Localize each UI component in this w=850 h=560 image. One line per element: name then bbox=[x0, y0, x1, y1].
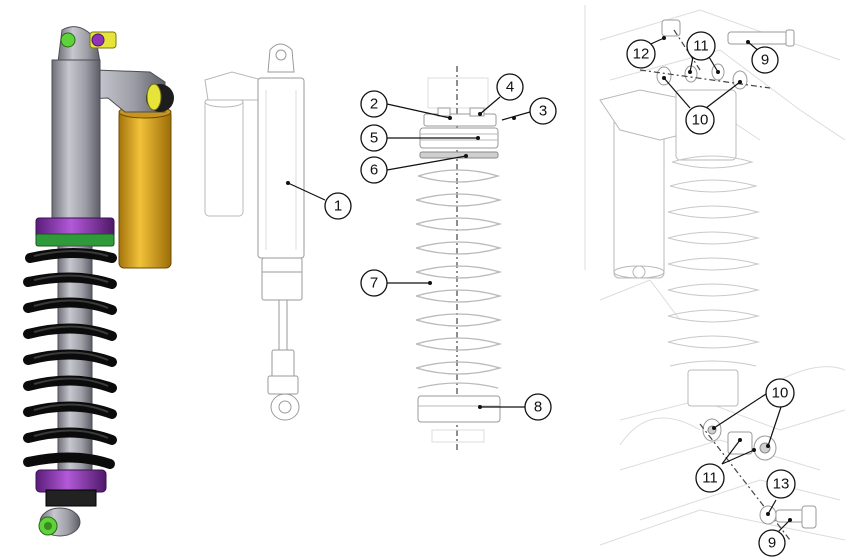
callout-4-label: 4 bbox=[506, 79, 514, 96]
callout-2: 2 bbox=[360, 90, 388, 118]
callout-5-label: 5 bbox=[370, 130, 378, 147]
callout-1-label: 1 bbox=[334, 198, 342, 215]
preload-collar-green bbox=[35, 233, 115, 247]
callout-10-bottom-label: 10 bbox=[772, 385, 789, 402]
callout-1: 1 bbox=[324, 192, 352, 220]
callout-10-top: 10 bbox=[685, 105, 715, 135]
callout-9-top: 9 bbox=[751, 46, 779, 74]
reservoir-canister bbox=[118, 109, 172, 269]
callout-6-label: 6 bbox=[370, 162, 378, 179]
callout-9-top-label: 9 bbox=[761, 52, 769, 69]
callout-11-bottom-label: 11 bbox=[702, 470, 718, 487]
callout-8: 8 bbox=[524, 393, 552, 421]
top-bolt-icon bbox=[60, 32, 76, 48]
main-body-tube bbox=[51, 59, 101, 226]
callout-10-bottom: 10 bbox=[765, 378, 795, 408]
callout-10-top-label: 10 bbox=[692, 112, 709, 129]
callout-11-top: 11 bbox=[686, 31, 716, 61]
callout-12: 12 bbox=[626, 39, 656, 69]
callout-6: 6 bbox=[360, 156, 388, 184]
spring-stack-diagram bbox=[386, 66, 531, 452]
callout-9-bottom: 9 bbox=[758, 529, 786, 557]
callout-11-bottom: 11 bbox=[695, 463, 725, 493]
callout-13: 13 bbox=[766, 469, 796, 499]
assembled-shock-render bbox=[23, 26, 174, 537]
callout-3: 3 bbox=[529, 97, 557, 125]
callout-9-bottom-label: 9 bbox=[768, 535, 776, 552]
callout-7-label: 7 bbox=[370, 275, 378, 292]
mounting-hardware-diagram bbox=[584, 5, 846, 546]
shock-body-diagram bbox=[204, 43, 326, 421]
callout-2-label: 2 bbox=[370, 96, 378, 113]
bottom-hardware-group bbox=[699, 418, 817, 541]
callout-13-label: 13 bbox=[773, 476, 790, 493]
callout-3-label: 3 bbox=[539, 103, 547, 120]
callout-4: 4 bbox=[496, 73, 524, 101]
callout-8-label: 8 bbox=[534, 399, 542, 416]
callout-7: 7 bbox=[360, 269, 388, 297]
callout-12-label: 12 bbox=[633, 46, 650, 63]
callout-11-top-label: 11 bbox=[693, 38, 709, 55]
lower-spring-seat bbox=[35, 469, 107, 493]
callout-5: 5 bbox=[360, 124, 388, 152]
